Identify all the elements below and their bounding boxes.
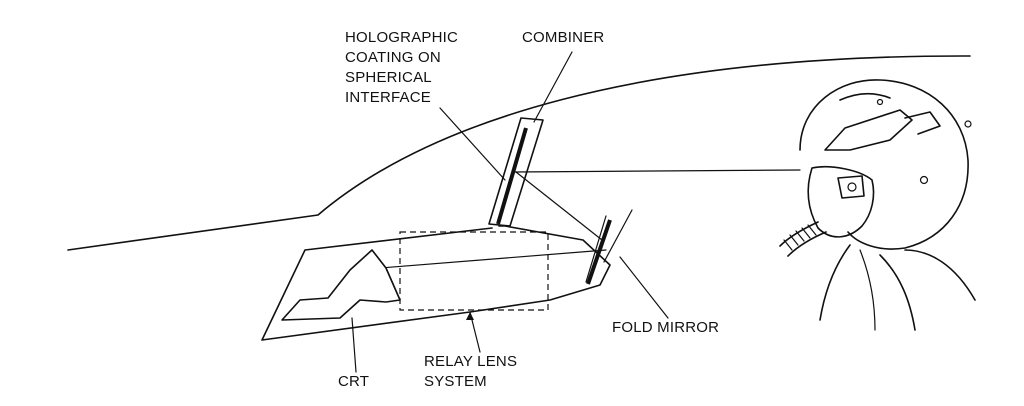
leader-fold-mirror bbox=[619, 256, 669, 319]
visor-bracket bbox=[904, 111, 941, 135]
helmet-rivet bbox=[919, 175, 929, 185]
helmet-rivet-3 bbox=[876, 98, 884, 106]
label-holographic-4: INTERFACE bbox=[345, 89, 431, 106]
label-combiner: COMBINER bbox=[522, 29, 604, 46]
hose-ribs bbox=[783, 224, 817, 251]
canopy-outline bbox=[67, 55, 971, 251]
relay-lens-box bbox=[399, 231, 549, 311]
optical-axis bbox=[379, 249, 607, 269]
fold-mirror bbox=[586, 219, 612, 285]
label-holographic-2: COATING ON bbox=[345, 49, 441, 66]
harness-strap bbox=[859, 249, 876, 331]
label-holographic-3: SPHERICAL bbox=[345, 69, 432, 86]
label-relay-1: RELAY LENS bbox=[424, 353, 517, 370]
fold-to-combiner-ray bbox=[515, 171, 603, 241]
mask-valve-center bbox=[847, 182, 857, 192]
fold-mirror-frame-2 bbox=[603, 209, 633, 263]
pilot-shoulder bbox=[819, 244, 976, 331]
label-crt: CRT bbox=[338, 373, 369, 390]
leader-relay-arrow bbox=[466, 312, 474, 320]
label-fold-mirror: FOLD MIRROR bbox=[612, 319, 719, 336]
label-relay-2: SYSTEM bbox=[424, 373, 487, 390]
crt-face-detail bbox=[371, 249, 401, 301]
leader-combiner bbox=[533, 51, 573, 123]
label-holographic-1: HOLOGRAPHIC bbox=[345, 29, 458, 46]
hud-housing bbox=[261, 225, 611, 341]
visor-mount bbox=[824, 109, 913, 151]
helmet-ridge bbox=[839, 92, 891, 101]
combiner-holographic-surface bbox=[496, 127, 528, 225]
oxygen-mask bbox=[807, 165, 875, 238]
helmet-rivet-2 bbox=[964, 120, 972, 128]
pilot-helmet bbox=[799, 79, 969, 250]
line-of-sight bbox=[513, 169, 801, 173]
leader-holographic bbox=[439, 107, 506, 181]
leader-crt bbox=[351, 317, 357, 373]
fold-mirror-frame bbox=[585, 215, 607, 283]
mask-valve bbox=[837, 175, 865, 199]
